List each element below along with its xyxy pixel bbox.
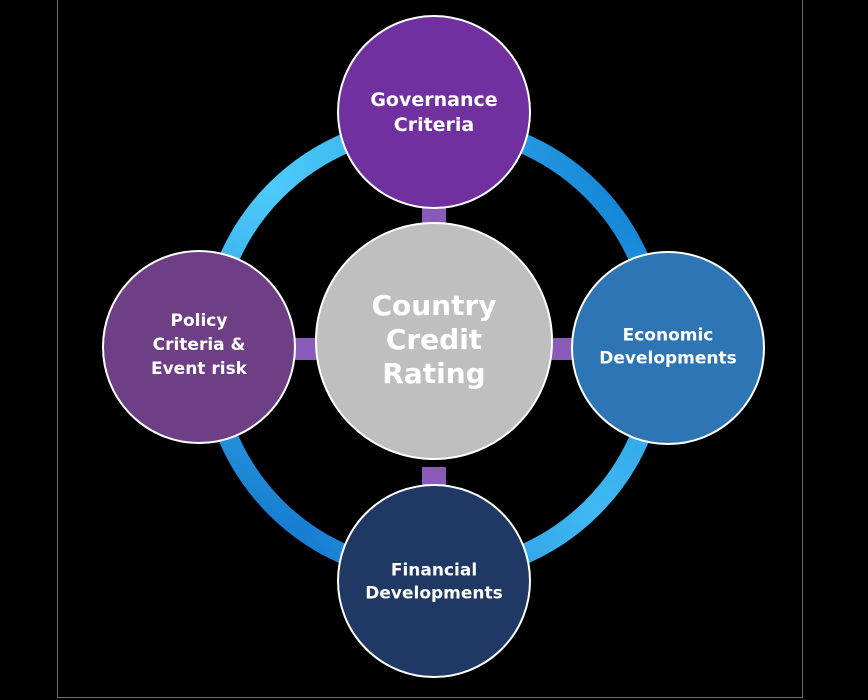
center-label-line: Rating: [382, 357, 485, 390]
policy-label-line: Criteria &: [153, 335, 246, 355]
slide-frame: [57, 0, 803, 698]
center-label-line: Country: [371, 289, 496, 322]
center-node: [315, 222, 553, 460]
connector-left: [290, 338, 318, 360]
economic-label-line: Economic: [623, 326, 714, 346]
connector-right: [550, 338, 578, 360]
financial-label-line: Developments: [365, 584, 503, 604]
center-label-line: Credit: [386, 323, 482, 356]
economic-label-line: Developments: [599, 349, 737, 369]
financial-node: [337, 484, 531, 678]
policy-label-line: Event risk: [151, 359, 248, 379]
governance-node: [337, 15, 531, 209]
economic-node: [571, 251, 765, 445]
governance-label-line: Governance: [370, 89, 497, 111]
governance-label-line: Criteria: [394, 114, 475, 136]
policy-node: [102, 250, 296, 444]
financial-label-line: Financial: [391, 561, 477, 581]
policy-label-line: Policy: [171, 311, 228, 331]
